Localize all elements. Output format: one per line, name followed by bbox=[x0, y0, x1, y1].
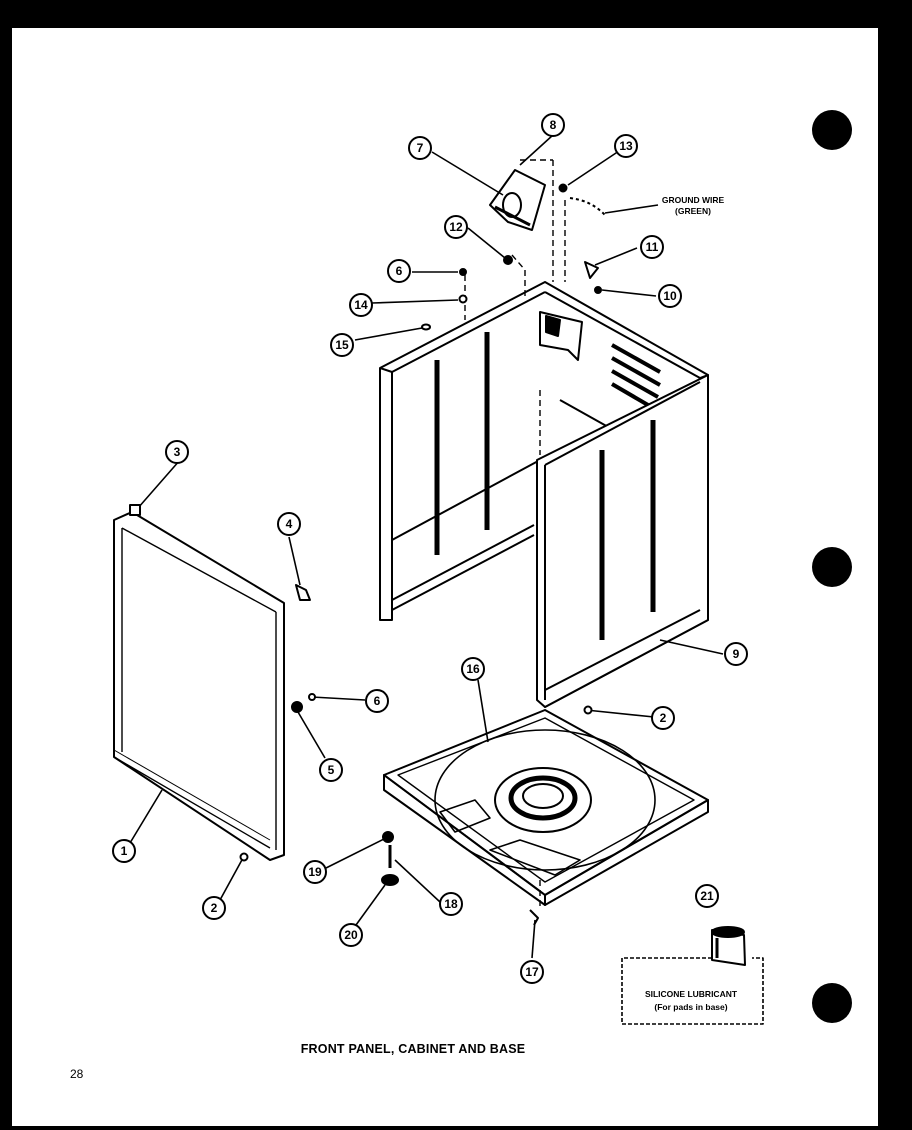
svg-text:5: 5 bbox=[328, 763, 335, 777]
ground-wire-color-label: (GREEN) bbox=[675, 206, 711, 216]
callout-13: 13 bbox=[614, 134, 638, 158]
svg-text:2: 2 bbox=[211, 901, 218, 915]
page-number: 28 bbox=[70, 1067, 84, 1081]
diagram-title: FRONT PANEL, CABINET AND BASE bbox=[301, 1042, 526, 1056]
callout-11: 11 bbox=[640, 235, 664, 259]
callout-14: 14 bbox=[349, 293, 373, 317]
callout-19: 19 bbox=[303, 860, 327, 884]
svg-text:3: 3 bbox=[174, 445, 181, 459]
hardware bbox=[129, 183, 602, 926]
silicone-label-box bbox=[621, 957, 764, 1025]
front-panel bbox=[113, 511, 285, 861]
svg-text:19: 19 bbox=[308, 865, 322, 879]
svg-text:18: 18 bbox=[444, 897, 458, 911]
callout-2-front: 2 bbox=[202, 896, 226, 920]
binder-hole-top bbox=[812, 110, 852, 150]
callout-1: 1 bbox=[112, 839, 136, 863]
callout-10: 10 bbox=[658, 284, 682, 308]
callout-16: 16 bbox=[461, 657, 485, 681]
callouts: 1 2 2 3 4 5 6 6 7 8 9 10 11 12 13 14 15 … bbox=[112, 113, 748, 984]
svg-text:20: 20 bbox=[344, 928, 358, 942]
callout-3: 3 bbox=[165, 440, 189, 464]
svg-text:11: 11 bbox=[646, 240, 659, 254]
svg-text:14: 14 bbox=[354, 298, 368, 312]
svg-text:17: 17 bbox=[525, 965, 539, 979]
silicone-lubricant-can bbox=[711, 926, 746, 966]
callout-7: 7 bbox=[408, 136, 432, 160]
svg-text:7: 7 bbox=[417, 141, 424, 155]
callout-20: 20 bbox=[339, 923, 363, 947]
right-border-strip bbox=[878, 0, 912, 1130]
svg-text:9: 9 bbox=[733, 647, 740, 661]
svg-text:4: 4 bbox=[286, 517, 293, 531]
dashed-guides bbox=[464, 159, 566, 910]
svg-text:12: 12 bbox=[449, 220, 463, 234]
binder-hole-bottom bbox=[812, 983, 852, 1023]
svg-text:6: 6 bbox=[396, 264, 403, 278]
callout-2-cabinet: 2 bbox=[651, 706, 675, 730]
callout-9: 9 bbox=[724, 642, 748, 666]
callout-18: 18 bbox=[439, 892, 463, 916]
part-7-terminal-block bbox=[489, 169, 546, 231]
callout-15: 15 bbox=[330, 333, 354, 357]
svg-text:15: 15 bbox=[335, 338, 349, 352]
callout-8: 8 bbox=[541, 113, 565, 137]
callout-12: 12 bbox=[444, 215, 468, 239]
ground-wire bbox=[569, 197, 606, 216]
callout-4: 4 bbox=[277, 512, 301, 536]
callout-21: 21 bbox=[695, 884, 719, 908]
binder-hole-middle bbox=[812, 547, 852, 587]
ground-wire-label: GROUND WIRE bbox=[662, 195, 725, 205]
callout-6-top: 6 bbox=[387, 259, 411, 283]
svg-text:16: 16 bbox=[466, 662, 480, 676]
svg-text:1: 1 bbox=[121, 844, 128, 858]
silicone-lubricant-label: SILICONE LUBRICANT bbox=[645, 989, 738, 999]
svg-text:2: 2 bbox=[660, 711, 667, 725]
svg-text:8: 8 bbox=[550, 118, 557, 132]
callout-5: 5 bbox=[319, 758, 343, 782]
cabinet-shell bbox=[379, 281, 709, 708]
leader-lines bbox=[129, 134, 724, 959]
svg-text:10: 10 bbox=[663, 289, 677, 303]
svg-text:6: 6 bbox=[374, 694, 381, 708]
callout-6-front: 6 bbox=[365, 689, 389, 713]
svg-text:21: 21 bbox=[700, 889, 714, 903]
callout-17: 17 bbox=[520, 960, 544, 984]
silicone-lubricant-note: (For pads in base) bbox=[654, 1002, 727, 1012]
svg-text:13: 13 bbox=[619, 139, 633, 153]
base bbox=[383, 709, 709, 906]
